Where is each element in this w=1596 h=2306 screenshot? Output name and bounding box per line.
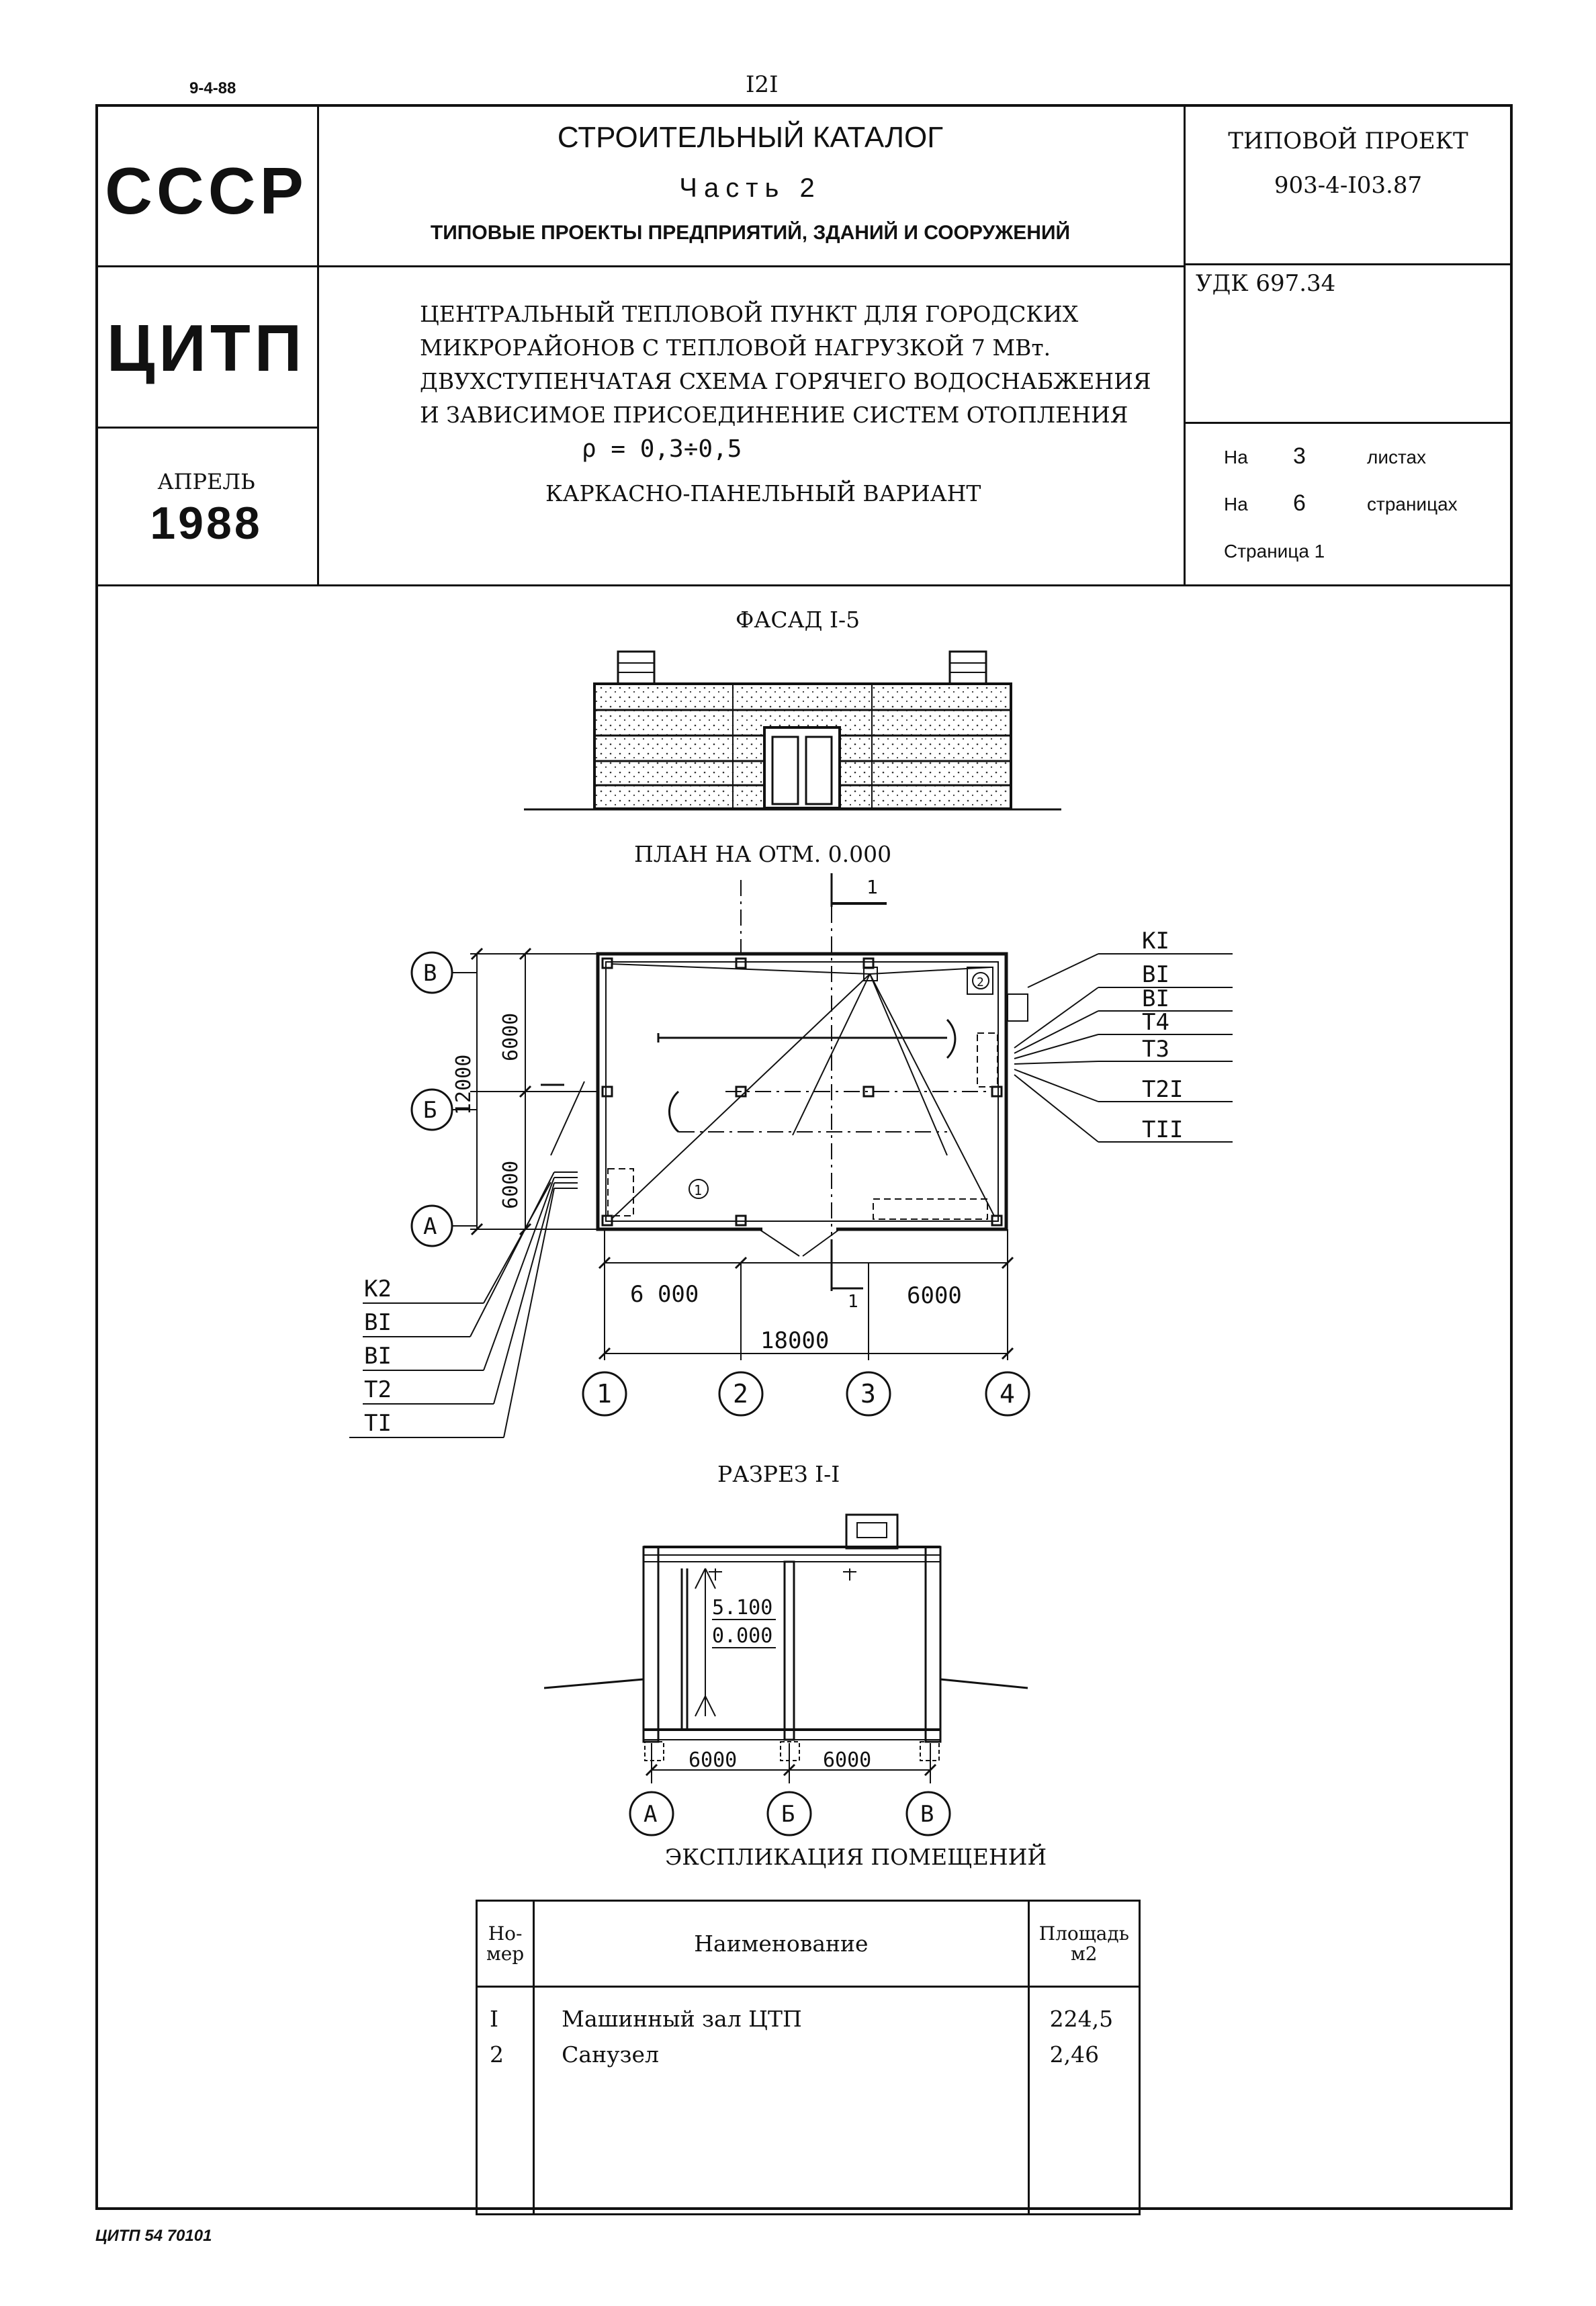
udk-code: УДК 697.34 <box>1196 270 1336 297</box>
plan-dim-upper: 6000 <box>499 1013 523 1061</box>
section-axis-a: А <box>644 1801 657 1828</box>
section-dim-right: 6000 <box>823 1748 871 1772</box>
section-title: РАЗРЕЗ I-I <box>717 1461 840 1487</box>
col-number-header: Но- мер <box>475 1900 535 1988</box>
plan-title: ПЛАН НА ОТМ. 0.000 <box>634 841 892 867</box>
page-label: Страница 1 <box>1224 541 1325 562</box>
section-mark-bottom: 1 <box>848 1292 858 1312</box>
row-number: 2 <box>475 2032 535 2077</box>
pages-label: страницах <box>1367 494 1458 515</box>
pipe-right-2: ВI <box>1142 961 1169 988</box>
col-area-header: Площадь м2 <box>1027 1900 1141 1988</box>
axis-row-b: Б <box>423 1097 437 1124</box>
room-mark-2: 2 <box>977 975 984 989</box>
project-description-line-1: ЦЕНТРАЛЬНЫЙ ТЕПЛОВОЙ ПУНКТ ДЛЯ ГОРОДСКИХ <box>420 301 1079 327</box>
plan-drawing: 1 2 1 12000 6000 6 <box>349 873 1233 1438</box>
pipe-left-4: Т2 <box>364 1376 392 1403</box>
sheets-prefix: На <box>1224 447 1248 468</box>
issue-year: 1988 <box>150 498 263 549</box>
page-number: I2I <box>746 71 779 98</box>
axis-col-4: 4 <box>1000 1379 1015 1409</box>
plan-dim-total-height: 12000 <box>452 1055 476 1115</box>
project-rho: ρ = 0,3÷0,5 <box>582 435 742 463</box>
org-citp: ЦИТП <box>106 311 306 385</box>
section-drawing: 5.100 0.000 6000 6000 <box>544 1513 1028 1783</box>
plan-dim-right: 6000 <box>907 1282 962 1309</box>
axis-row-v: В <box>423 960 437 987</box>
axis-row-a: А <box>423 1213 437 1240</box>
explication-title: ЭКСПЛИКАЦИЯ ПОМЕЩЕНИЙ <box>665 1844 1047 1870</box>
axis-col-4-bubble <box>985 1371 1030 1417</box>
pipe-left-3: ВI <box>364 1343 392 1370</box>
pipe-left-2: ВI <box>364 1309 392 1336</box>
section-dim-left: 6000 <box>689 1748 737 1772</box>
section-axis-a-bubble <box>629 1791 674 1836</box>
explication-table: Но- мер Наименование Площадь м2 I Машинн… <box>475 1900 1141 2215</box>
pages-prefix: На <box>1224 494 1248 515</box>
axis-col-3-bubble <box>846 1371 891 1417</box>
project-number: 903-4-I03.87 <box>1274 172 1423 199</box>
project-description-line-3: ДВУХСТУПЕНЧАТАЯ СХЕМА ГОРЯЧЕГО ВОДОСНАБЖ… <box>420 368 1151 394</box>
room-mark-1: 1 <box>694 1182 702 1198</box>
axis-col-2: 2 <box>733 1379 748 1409</box>
org-ussr: СССР <box>105 154 308 228</box>
corner-code: 9-4-88 <box>189 79 236 97</box>
pipe-right-7: ТII <box>1142 1116 1183 1143</box>
sheets-count: 3 <box>1293 443 1306 469</box>
catalog-part: Часть 2 <box>679 173 822 203</box>
project-description-line-2: МИКРОРАЙОНОВ С ТЕПЛОВОЙ НАГРУЗКОЙ 7 МВт. <box>420 335 1051 361</box>
pages-count: 6 <box>1293 490 1306 516</box>
section-axis-b-bubble <box>766 1791 812 1836</box>
section-axis-b: Б <box>781 1801 795 1828</box>
pipe-right-6: Т2I <box>1142 1076 1183 1103</box>
project-description-line-4: И ЗАВИСИМОЕ ПРИСОЕДИНЕНИЕ СИСТЕМ ОТОПЛЕН… <box>420 402 1128 428</box>
table-row: 2 Санузел 2,46 <box>475 2032 1141 2077</box>
facade-drawing <box>524 650 1061 811</box>
plan-dim-left: 6 000 <box>630 1281 699 1308</box>
axis-col-1-bubble <box>582 1371 627 1417</box>
row-name: Машинный зал ЦТП <box>533 1986 1030 2033</box>
col-name-header: Наименование <box>533 1900 1030 1988</box>
pipe-left-5: ТI <box>364 1410 392 1437</box>
plan-dim-lower: 6000 <box>499 1161 523 1209</box>
row-area: 224,5 <box>1027 1986 1141 2033</box>
pipe-right-3: ВI <box>1142 985 1169 1012</box>
section-mark-top: 1 <box>867 876 878 898</box>
room-mark-1-circle <box>689 1179 709 1199</box>
axis-col-2-bubble <box>718 1371 764 1417</box>
footer-code: ЦИТП 54 70101 <box>95 2227 212 2245</box>
pipe-right-1: КI <box>1142 928 1169 955</box>
axis-col-1: 1 <box>596 1379 612 1409</box>
section-axis-v: В <box>920 1801 934 1828</box>
section-level-zero: 0.000 <box>712 1624 772 1648</box>
sheets-label: листах <box>1367 447 1427 468</box>
pipe-left-1: К2 <box>364 1276 392 1302</box>
facade-title: ФАСАД I-5 <box>736 607 860 633</box>
project-variant: КАРКАСНО-ПАНЕЛЬНЫЙ ВАРИАНТ <box>545 480 981 506</box>
table-row: I Машинный зал ЦТП 224,5 <box>475 1986 1141 2033</box>
project-label: ТИПОВОЙ ПРОЕКТ <box>1228 128 1468 154</box>
pipe-right-5: Т3 <box>1142 1036 1169 1063</box>
section-level-top: 5.100 <box>712 1596 772 1620</box>
axis-col-3: 3 <box>860 1379 876 1409</box>
section-axis-v-bubble <box>905 1791 951 1836</box>
row-name: Санузел <box>533 2032 1030 2077</box>
catalog-subtitle: ТИПОВЫЕ ПРОЕКТЫ ПРЕДПРИЯТИЙ, ЗДАНИЙ И СО… <box>430 222 1071 244</box>
section-axes: А Б В <box>629 1791 951 1836</box>
plan-dim-total-width: 18000 <box>760 1327 829 1354</box>
row-area: 2,46 <box>1027 2032 1141 2077</box>
catalog-title: СТРОИТЕЛЬНЫЙ КАТАЛОГ <box>557 121 944 154</box>
row-number: I <box>475 1986 535 2033</box>
room-mark-2-circle <box>972 972 989 989</box>
pipe-right-4: Т4 <box>1142 1009 1169 1036</box>
issue-month: АПРЕЛЬ <box>157 469 255 494</box>
